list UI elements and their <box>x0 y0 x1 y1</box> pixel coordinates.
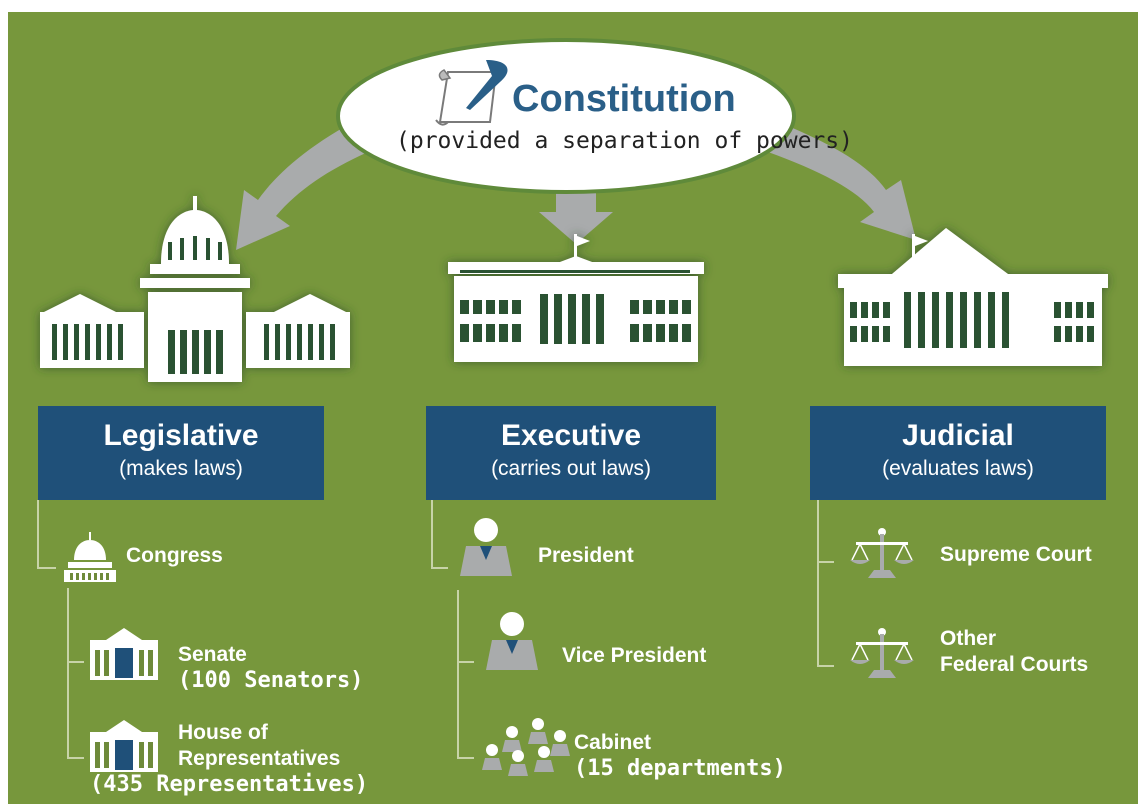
senate-label: Senate <box>178 643 247 666</box>
scales-icon <box>850 528 914 578</box>
other-courts-line1: Other <box>940 627 997 650</box>
executive-description: (carries out laws) <box>491 457 651 480</box>
house-count-row: (435 Representatives) <box>90 772 368 798</box>
supreme-court-building-icon <box>838 228 1108 366</box>
executive-title: Executive <box>500 419 642 452</box>
senate-count: (100 Senators) <box>178 668 364 693</box>
president-label: President <box>538 544 634 567</box>
senate-item: Senate (100 Senators) <box>178 642 363 694</box>
house-item: House of Representatives <box>178 720 340 772</box>
house-label-line1: House of <box>178 721 268 744</box>
scales-icon <box>850 628 914 678</box>
diagram-graphics <box>37 38 1108 776</box>
cabinet-label: Cabinet <box>574 731 652 754</box>
house-label-line2: Representatives <box>178 747 341 770</box>
constitution-subtitle: (provided a separation of powers) <box>396 128 853 154</box>
executive-box: Executive (carries out laws) <box>426 406 716 500</box>
chamber-building-icon <box>90 628 158 680</box>
arrow-to-executive <box>539 178 613 244</box>
person-icon <box>460 518 512 576</box>
chamber-building-icon <box>90 720 158 772</box>
other-courts-item: Other Federal Courts <box>940 626 1088 678</box>
cabinet-count: (15 departments) <box>574 756 786 781</box>
diagram-canvas: Constitution (provided a separation of p… <box>8 12 1138 804</box>
house-count: (435 Representatives) <box>90 772 369 797</box>
other-courts-line2: Federal Courts <box>940 653 1089 676</box>
judicial-title: Judicial <box>902 419 1014 452</box>
supreme-court-label: Supreme Court <box>940 543 1092 566</box>
constitution-title: Constitution <box>512 78 736 120</box>
legislative-box: Legislative (makes laws) <box>38 406 324 500</box>
congress-label: Congress <box>126 544 223 567</box>
judicial-description: (evaluates laws) <box>882 457 1034 480</box>
scroll-quill-icon <box>435 60 508 126</box>
arrow-to-judicial <box>768 122 916 240</box>
arrow-to-legislative <box>236 122 368 250</box>
cabinet-item: Cabinet (15 departments) <box>574 730 786 782</box>
person-icon <box>486 612 538 670</box>
vice-president-label: Vice President <box>562 644 707 667</box>
legislative-description: (makes laws) <box>119 457 243 480</box>
legislative-title: Legislative <box>103 419 259 452</box>
judicial-box: Judicial (evaluates laws) <box>810 406 1106 500</box>
group-icon <box>482 718 570 776</box>
connector-lines <box>37 500 834 759</box>
